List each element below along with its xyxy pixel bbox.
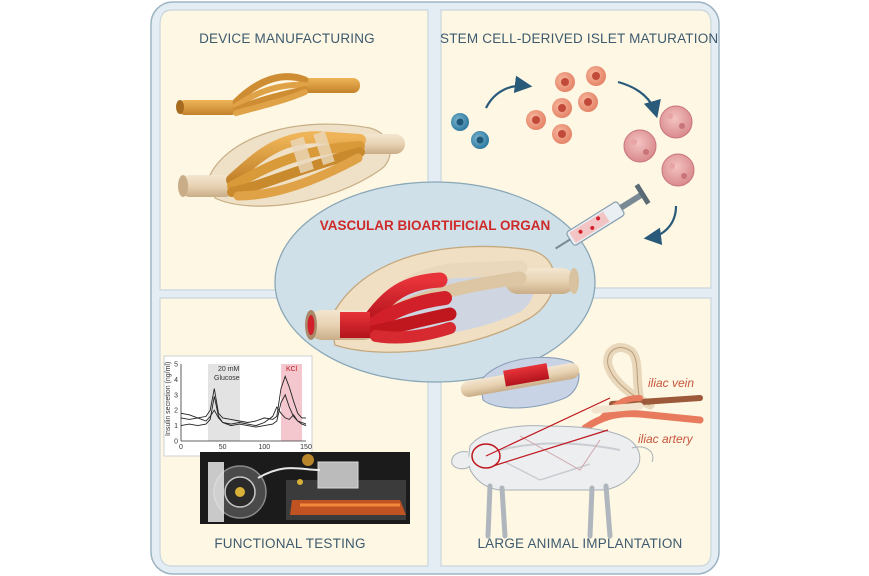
endocrine-cells — [526, 66, 606, 144]
label-device-manufacturing: DEVICE MANUFACTURING — [199, 31, 375, 46]
y-tick-label: 0 — [174, 439, 178, 446]
progenitor-cells-blue — [451, 113, 489, 149]
series-line-1 — [180, 374, 306, 423]
label-islet-maturation: STEM CELL-DERIVED ISLET MATURATION — [440, 31, 719, 46]
y-tick-label: 3 — [174, 392, 178, 399]
device-assembled-orange — [178, 123, 405, 207]
islet-clusters — [623, 105, 695, 187]
chart-ylabel: Insulin secretion (ng/ml) — [165, 362, 172, 436]
y-tick-label: 5 — [174, 362, 178, 369]
label-iliac-vein: iliac vein — [648, 376, 695, 390]
y-tick-label: 2 — [174, 408, 178, 415]
glucose-label-1: 20 mM — [218, 366, 240, 373]
arrow-2 — [617, 80, 661, 119]
insulin-chart: 0 50 100 150 0 1 2 3 4 5 — [174, 362, 312, 452]
kcl-label: KCl — [286, 366, 298, 373]
y-tick-label: 4 — [174, 377, 178, 384]
center-title: VASCULAR BIOARTIFICIAL ORGAN — [319, 218, 551, 233]
series-line-2 — [180, 406, 307, 427]
x-tick-label: 100 — [258, 444, 270, 451]
label-functional-testing: FUNCTIONAL TESTING — [214, 536, 366, 551]
label-iliac-artery: iliac artery — [638, 432, 693, 446]
implanted-device — [460, 356, 580, 409]
x-tick-label: 0 — [179, 444, 183, 451]
arrow-1 — [485, 75, 533, 109]
kcl-band — [281, 364, 302, 441]
arrow-3 — [643, 205, 678, 246]
syringe-icon — [555, 183, 651, 250]
y-tick-label: 1 — [174, 423, 178, 430]
x-tick-label: 150 — [300, 444, 312, 451]
iliac-vessels — [581, 343, 704, 432]
x-tick-label: 50 — [219, 444, 227, 451]
label-large-animal-implantation: LARGE ANIMAL IMPLANTATION — [477, 536, 683, 551]
scaffold-orange-small — [176, 73, 360, 116]
series-line-3 — [180, 393, 307, 428]
vascular-device — [305, 245, 579, 353]
pig-illustration — [451, 397, 654, 539]
glucose-label-2: Glucose — [214, 375, 240, 382]
lab-photo — [200, 452, 410, 524]
